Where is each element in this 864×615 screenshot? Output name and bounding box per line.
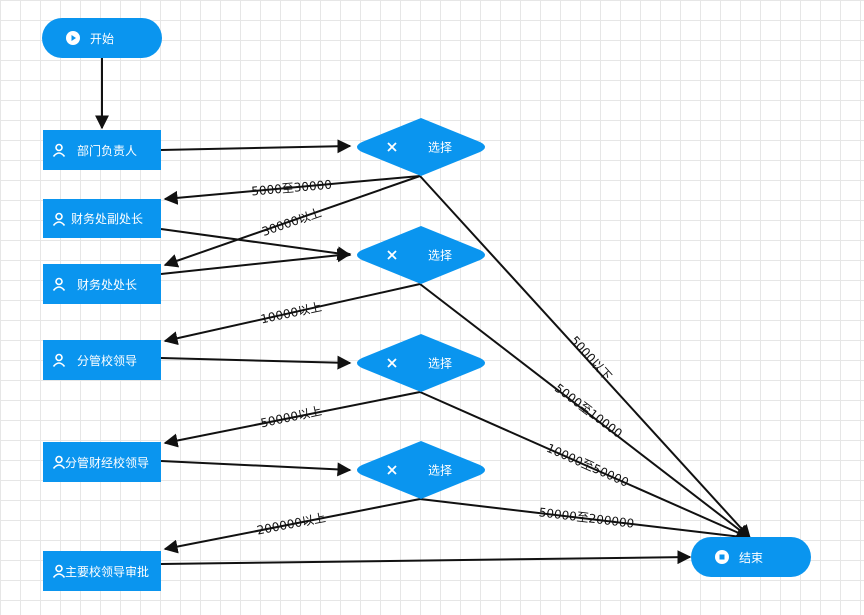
user-icon <box>52 277 66 291</box>
start-node[interactable]: 开始 <box>42 18 162 58</box>
task-finance-deputy[interactable]: 财务处副处长 <box>43 199 161 238</box>
edge-dept-g1[interactable] <box>160 139 352 154</box>
edge-label: 200000以上 <box>256 511 327 538</box>
exclusive-gateway-icon <box>387 358 397 368</box>
edge-g3-end[interactable] <box>419 391 752 540</box>
gateway-label: 选择 <box>427 248 452 263</box>
edge-g3-finance-leader[interactable] <box>163 391 421 448</box>
gateway-2[interactable]: 选择 <box>352 226 490 284</box>
edge-head-g2[interactable] <box>160 248 352 275</box>
edge-finance-leader-g4[interactable] <box>160 460 352 477</box>
gateway-3[interactable]: 选择 <box>352 334 490 392</box>
gateway-label: 选择 <box>427 463 452 478</box>
exclusive-gateway-icon <box>387 465 397 475</box>
task-label: 主要校领导审批 <box>64 564 149 579</box>
edge-g4-main[interactable] <box>163 498 421 554</box>
edge-deputy-g2[interactable] <box>160 228 352 261</box>
exclusive-gateway-icon <box>387 142 397 152</box>
task-branch-leader[interactable]: 分管校领导 <box>43 340 161 380</box>
play-icon <box>66 31 80 45</box>
gateway-label: 选择 <box>427 356 452 371</box>
gateway-4[interactable]: 选择 <box>352 441 490 499</box>
task-label: 分管财经校领导 <box>64 455 149 470</box>
user-icon <box>52 212 66 226</box>
gateway-label: 选择 <box>427 140 452 155</box>
user-icon <box>52 353 66 367</box>
task-label: 财务处处长 <box>76 277 137 292</box>
edge-main-end[interactable] <box>160 550 692 565</box>
edge-g4-end[interactable] <box>419 498 752 544</box>
edge-label: 10000至50000 <box>544 441 630 490</box>
task-label: 财务处副处长 <box>70 212 143 226</box>
edge-label: 50000以上 <box>259 404 323 431</box>
edge-leader-g3[interactable] <box>160 355 352 370</box>
edge-label: 50000至200000 <box>538 505 635 531</box>
gateway-1[interactable]: 选择 <box>352 118 490 176</box>
task-dept-head[interactable]: 部门负责人 <box>43 130 161 170</box>
end-label: 结束 <box>738 550 763 565</box>
user-icon <box>52 143 66 157</box>
edge-g2-end[interactable] <box>419 283 752 539</box>
edge-g1-deputy[interactable] <box>163 175 421 205</box>
edge-label: 10000以上 <box>259 300 323 327</box>
task-label: 分管校领导 <box>76 353 137 368</box>
stop-icon <box>715 550 729 564</box>
edge-g2-leader[interactable] <box>163 283 421 346</box>
edge-g1-end[interactable] <box>419 175 751 540</box>
edge-g1-head[interactable] <box>163 175 421 268</box>
task-finance-head[interactable]: 财务处处长 <box>43 264 161 304</box>
task-main-leader[interactable]: 主要校领导审批 <box>43 551 161 591</box>
edge-label: 30000以上 <box>260 205 323 238</box>
user-icon <box>52 455 66 469</box>
exclusive-gateway-icon <box>387 250 397 260</box>
start-label: 开始 <box>89 31 114 46</box>
user-icon <box>52 564 66 578</box>
edge-label: 5000以下 <box>568 333 615 383</box>
edge-label: 5000至30000 <box>251 178 333 199</box>
task-label: 部门负责人 <box>76 143 137 158</box>
task-finance-leader[interactable]: 分管财经校领导 <box>43 442 161 482</box>
end-node[interactable]: 结束 <box>691 537 811 577</box>
